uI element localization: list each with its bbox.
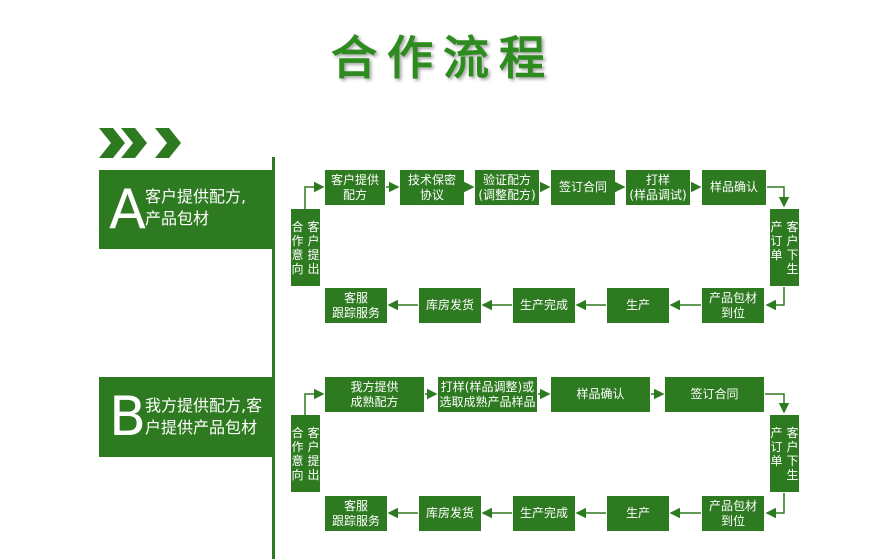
step-a-bottom-5: 产品包材 到位 [702,288,764,323]
chevron-1 [99,128,125,158]
vertical-char: 户 [786,233,799,248]
step-b-left-vertical: 合作意向 客户提出 [291,415,320,492]
vertical-char: 合 [291,425,304,440]
vertical-char: 户 [307,439,320,454]
arrow-a-right-bottom [765,287,785,311]
vertical-char: 提 [307,453,320,468]
vertical-char: 作 [291,439,304,454]
step-a-bottom-1: 客服 跟踪服务 [325,288,387,323]
section-b-text: 我方提供配方,客 户提供产品包材 [145,396,263,437]
chevron-2 [121,128,147,158]
step-b-bottom-1: 客服 跟踪服务 [325,496,387,531]
section-a-label: A 客户提供配方, 产品包材 [99,170,273,249]
vertical-char: 生 [786,467,799,482]
page-title: 合作流程 [331,31,555,85]
section-b-letter: B [109,385,147,448]
vertical-char: 客 [307,425,320,440]
vertical-char: 订 [770,233,783,248]
step-b-bottom-3: 生产完成 [513,496,575,531]
section-b-label: B 我方提供配方,客 户提供产品包材 [99,377,273,457]
vertical-char: 提 [307,247,320,262]
step-b-bottom-5: 产品包材 到位 [702,496,764,531]
step-a-bottom-2: 库房发货 [419,288,481,323]
step-b-top-2: 打样(样品调整)或 选取成熟产品样品 [438,377,537,412]
chevron-3 [155,128,181,158]
vertical-char: 户 [307,233,320,248]
step-a-bottom-4: 生产 [607,288,669,323]
vertical-char: 户 [786,439,799,454]
arrow-a-left-up [304,181,325,209]
vertical-char: 意 [291,247,304,262]
vertical-char: 下 [786,453,799,468]
vertical-char: 作 [291,233,304,248]
step-b-top-3: 样品确认 [551,377,650,412]
step-a-top-1: 客户提供 配方 [325,170,385,205]
vertical-char: 向 [291,261,304,276]
step-a-top-6: 样品确认 [702,170,766,205]
arrow-a-right-down [767,186,790,208]
vertical-char: 出 [307,467,320,482]
arrow-b-right-down [765,393,790,414]
vertical-char: 生 [786,261,799,276]
section-a-letter: A [109,178,146,241]
step-a-top-4: 签订合同 [551,170,615,205]
step-a-top-2: 技术保密 协议 [400,170,464,205]
vertical-char: 单 [770,453,783,468]
vertical-char: 客 [307,219,320,234]
step-a-bottom-3: 生产完成 [513,288,575,323]
vertical-char: 向 [291,467,304,482]
chevron-right-icon [99,128,181,158]
step-b-top-4: 签订合同 [665,377,764,412]
vertical-char: 意 [291,453,304,468]
vertical-char: 订 [770,439,783,454]
step-a-top-5: 打样 (样品调试) [626,170,690,205]
vertical-char: 客 [786,425,799,440]
step-a-right-vertical: 产订单客户下生 [770,209,799,286]
vertical-char: 下 [786,247,799,262]
vertical-char: 单 [770,247,783,262]
section-a-text: 客户提供配方, 产品包材 [145,187,247,228]
step-a-top-3: 验证配方 (调整配方) [475,170,539,205]
vertical-char: 产 [770,219,783,234]
arrow-b-right-bottom [765,493,785,519]
vertical-char: 合 [291,219,304,234]
step-b-bottom-2: 库房发货 [419,496,481,531]
divider-vertical-line [272,157,275,559]
vertical-char: 出 [307,261,320,276]
step-b-bottom-4: 生产 [607,496,669,531]
step-b-top-1: 我方提供 成熟配方 [325,377,424,412]
step-a-left-vertical: 合作意向 客户提出 [291,209,320,286]
vertical-char: 客 [786,219,799,234]
arrow-b-left-up [304,388,325,415]
vertical-char: 产 [770,425,783,440]
step-b-right-vertical: 产订单客户下生 [770,415,799,492]
